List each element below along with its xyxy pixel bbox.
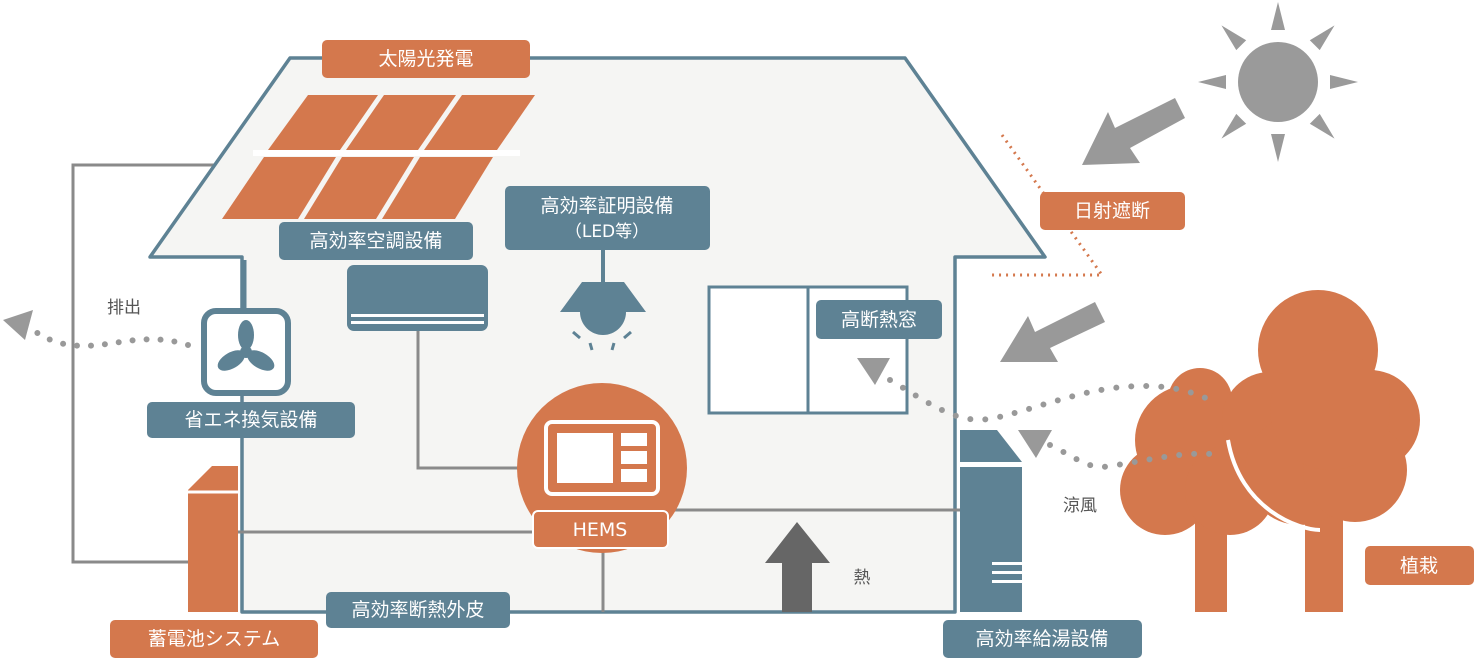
svg-text:高効率空調設備: 高効率空調設備 <box>309 230 442 252</box>
sunlight-arrow-icon <box>1000 302 1105 362</box>
sunlight-arrow-icon <box>1082 98 1185 165</box>
svg-text:HEMS: HEMS <box>573 519 628 541</box>
label-planting: 植栽 <box>1365 546 1474 585</box>
label-window: 高断熱窓 <box>816 300 942 339</box>
svg-text:太陽光発電: 太陽光発電 <box>378 48 473 70</box>
svg-text:日射遮断: 日射遮断 <box>1074 200 1150 222</box>
svg-text:高効率給湯設備: 高効率給湯設備 <box>975 628 1108 650</box>
label-envelope: 高効率断熱外皮 <box>326 592 510 628</box>
label-water-heater: 高効率給湯設備 <box>943 620 1142 658</box>
svg-text:高効率証明設備: 高効率証明設備 <box>540 195 673 217</box>
breeze-arrow-icon <box>857 358 890 385</box>
exhaust-text: 排出 <box>107 298 141 318</box>
water-heater-icon <box>960 430 1022 612</box>
solar-wire <box>71 163 250 564</box>
cool-breeze-text: 涼風 <box>1063 496 1097 516</box>
svg-text:高断熱窓: 高断熱窓 <box>841 309 917 331</box>
heat-text: 熱 <box>854 568 871 588</box>
wiring <box>238 250 960 612</box>
svg-text:蓄電池システム: 蓄電池システム <box>148 628 280 650</box>
fan-icon <box>201 308 291 396</box>
svg-text:高効率断熱外皮: 高効率断熱外皮 <box>351 599 484 621</box>
battery-icon <box>188 466 238 612</box>
exhaust-arrow-icon <box>3 310 33 340</box>
label-lighting: 高効率証明設備 （LED等） <box>505 186 710 250</box>
label-solar: 太陽光発電 <box>322 40 530 78</box>
heat-arrow-icon <box>765 522 830 612</box>
breeze-dotted-line <box>1047 442 1223 470</box>
shading-dotted-line <box>990 134 1105 277</box>
solar-panel-icon <box>222 95 535 219</box>
label-solar-shading: 日射遮断 <box>1040 192 1185 230</box>
ceiling-lamp-icon <box>560 282 646 351</box>
sun-icon <box>1198 2 1358 162</box>
svg-text:省エネ換気設備: 省エネ換気設備 <box>184 409 317 431</box>
svg-text:植栽: 植栽 <box>1400 555 1438 577</box>
label-hems: HEMS <box>532 510 669 549</box>
label-ventilation: 省エネ換気設備 <box>147 402 355 438</box>
breeze-arrow-icon <box>1018 430 1052 458</box>
label-aircon: 高効率空調設備 <box>279 222 473 260</box>
air-conditioner-icon <box>347 265 488 331</box>
breeze-dotted-line <box>887 377 1213 423</box>
svg-text:（LED等）: （LED等） <box>565 222 649 242</box>
label-battery: 蓄電池システム <box>110 620 318 658</box>
tree-icon <box>1120 290 1420 612</box>
exhaust-dotted-line <box>27 325 191 349</box>
